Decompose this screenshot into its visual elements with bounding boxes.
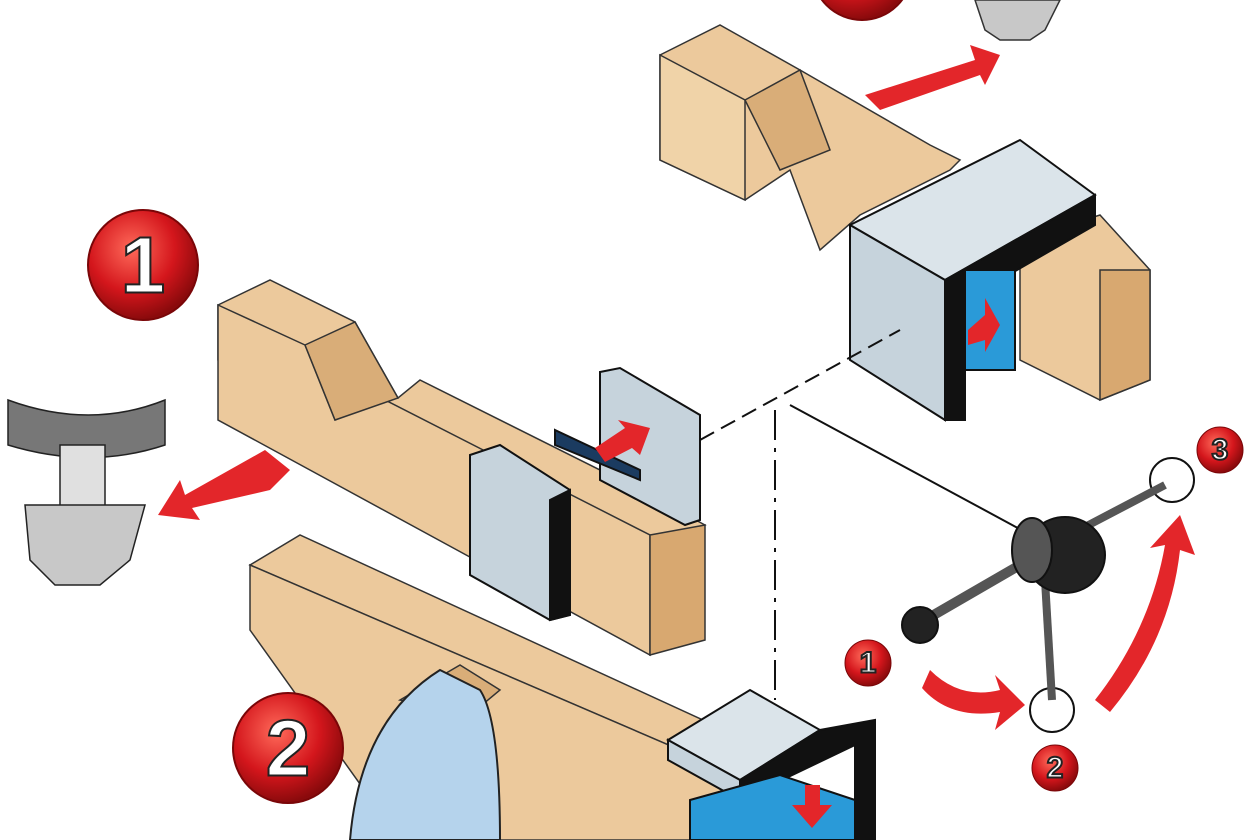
step-badge-2-label: 2: [266, 704, 311, 793]
step-badge-1: 1: [87, 209, 199, 321]
clamp-lever-icon: [901, 457, 1195, 733]
remove-to-left-router-arrow: [158, 450, 290, 520]
lever-position-1-label: 1: [860, 647, 877, 680]
lever-position-badge-1: 1: [844, 639, 892, 687]
router-bit-top-icon: [974, 0, 1061, 41]
top-wood-workpiece: [659, 24, 1151, 402]
lever-position-2-label: 2: [1047, 752, 1064, 785]
remove-to-router-arrow: [865, 45, 1000, 110]
step-badge-3-label: 3: [843, 0, 882, 9]
lever-rotate-arrow-2-3: [1095, 515, 1195, 712]
lever-rotate-arrow-1-2: [922, 670, 1025, 730]
lever-position-3-label: 3: [1212, 434, 1229, 467]
connector-lines: [699, 329, 1041, 700]
bottom-metal-clamp: [666, 688, 876, 840]
step-badge-1-label: 1: [121, 221, 166, 310]
step-badge-3: 3: [820, 0, 904, 21]
top-metal-clamp: [847, 138, 1097, 422]
saw-blade-icon: [348, 668, 502, 840]
clamp-press-arrow: [968, 298, 1000, 352]
router-bit-left-icon: [7, 398, 166, 586]
lever-position-badge-3: 3: [1196, 426, 1244, 474]
middle-press-arrow: [595, 420, 650, 462]
lever-position-badge-2: 2: [1031, 744, 1079, 792]
middle-metal-clamps: [469, 366, 701, 622]
step-badge-2: 2: [232, 692, 344, 804]
bottom-press-arrow: [792, 785, 832, 828]
